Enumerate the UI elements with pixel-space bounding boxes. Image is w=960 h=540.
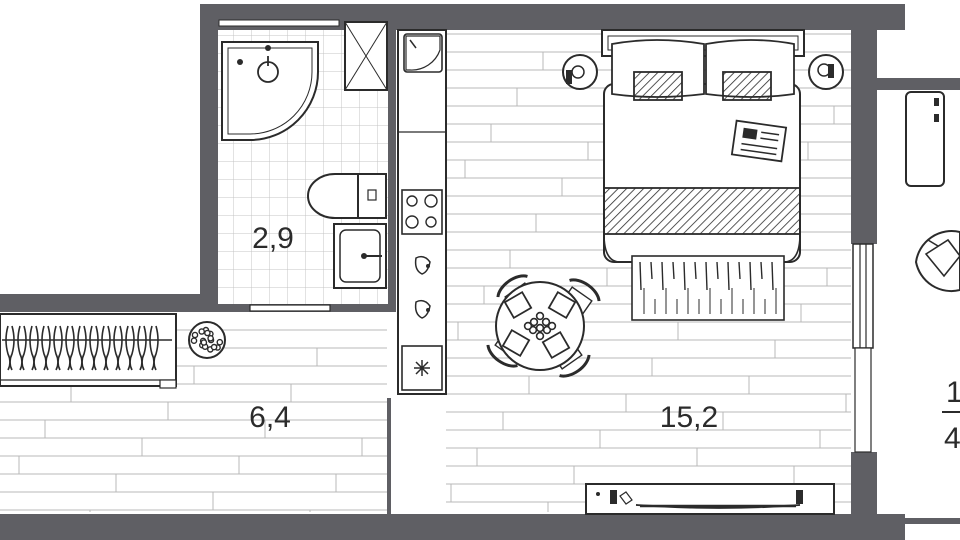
plant-icon xyxy=(188,321,226,359)
rug-fringe xyxy=(705,261,708,291)
hanger xyxy=(81,325,87,371)
hanger xyxy=(9,325,15,371)
book-icon xyxy=(730,119,788,163)
fruit xyxy=(535,323,545,333)
rug-fringe xyxy=(760,261,763,280)
rug-fringe xyxy=(639,261,642,291)
armchair-icon xyxy=(914,230,960,293)
double-bed-icon xyxy=(601,29,805,263)
hallway-area-label: 6,4 xyxy=(249,401,291,434)
rug-fringe xyxy=(771,261,774,291)
rug-fringe xyxy=(749,261,752,291)
fruit xyxy=(535,311,545,321)
tv-stand-icon xyxy=(585,483,835,515)
hanger xyxy=(21,325,27,371)
coffee-maker-icon xyxy=(414,299,431,319)
bathroom-left-wall xyxy=(200,4,218,312)
wardrobe-icon xyxy=(0,313,177,389)
stove-icon xyxy=(401,189,443,235)
bathroom-door[interactable] xyxy=(249,304,331,312)
hanger xyxy=(105,325,111,371)
hanger xyxy=(129,325,135,371)
partition-hall-living xyxy=(387,398,391,514)
balcony-wall-top xyxy=(877,78,960,90)
plant-leaf xyxy=(216,338,224,346)
fruit xyxy=(541,317,551,327)
fruit xyxy=(523,321,533,331)
balcony-window xyxy=(854,347,872,453)
plant-leaf xyxy=(210,343,218,351)
hanger xyxy=(45,325,51,371)
nightstand-icon xyxy=(562,54,598,90)
refrigerator-icon xyxy=(401,345,443,391)
plate-icon xyxy=(541,330,571,360)
plant-leaf xyxy=(198,328,205,335)
plant-leaf xyxy=(200,339,208,346)
hanger xyxy=(153,325,159,371)
outer-wall-right-lower xyxy=(851,452,877,518)
fruit-bowl-icon xyxy=(523,311,557,341)
rug-fringe xyxy=(650,261,653,280)
kettle-icon xyxy=(414,255,431,275)
balcony-area-label-top: 1 xyxy=(946,376,960,409)
hanger xyxy=(93,325,99,371)
nightstand-icon xyxy=(808,54,844,90)
hanger xyxy=(69,325,75,371)
dining-set xyxy=(486,274,601,378)
bathroom-area-label: 2,9 xyxy=(252,222,294,255)
outer-wall-bottom xyxy=(0,514,905,540)
hangers-icon xyxy=(5,325,159,371)
washing-machine-icon xyxy=(344,21,388,91)
rug-fringe xyxy=(716,261,719,280)
openings xyxy=(218,19,874,453)
rug-fringe xyxy=(661,261,664,291)
hanger xyxy=(57,325,63,371)
plant-leaf xyxy=(191,331,199,339)
rug-fringe xyxy=(683,261,686,291)
toilet-icon xyxy=(307,173,387,219)
shower-icon xyxy=(221,41,319,141)
rug-fringe xyxy=(694,261,697,280)
plant-leaf xyxy=(204,329,211,337)
plate-icon xyxy=(501,328,531,358)
kitchen-counter xyxy=(397,29,447,395)
balcony-area-label-bottom: 4 xyxy=(944,422,960,455)
balcony-wall-bottom xyxy=(877,518,960,524)
rug-fringe xyxy=(727,261,730,291)
hallway-top-wall xyxy=(0,294,218,312)
kitchen-sink-icon xyxy=(403,33,443,73)
living-room-area-label: 15,2 xyxy=(660,401,718,434)
bathroom-right-wall xyxy=(388,26,396,312)
rug-fringe xyxy=(672,261,675,280)
fruit xyxy=(529,317,539,327)
plant-leaf xyxy=(190,337,198,345)
balcony-door[interactable] xyxy=(852,243,874,349)
fruit xyxy=(547,321,557,331)
plate-icon xyxy=(503,290,533,320)
fruit xyxy=(535,331,545,341)
hanger xyxy=(117,325,123,371)
plant-leaf xyxy=(207,334,214,342)
hanger xyxy=(141,325,147,371)
bathroom-sink-icon xyxy=(333,223,387,289)
hanger xyxy=(33,325,39,371)
bathroom-vent xyxy=(218,19,340,27)
outer-wall-right-upper xyxy=(851,4,877,244)
plate-icon xyxy=(547,290,577,320)
hallway-floorboards xyxy=(0,329,387,512)
walls xyxy=(0,4,960,540)
rug-icon xyxy=(631,255,785,321)
rug-fringe xyxy=(738,261,741,280)
balcony-cabinet-icon xyxy=(905,91,945,187)
